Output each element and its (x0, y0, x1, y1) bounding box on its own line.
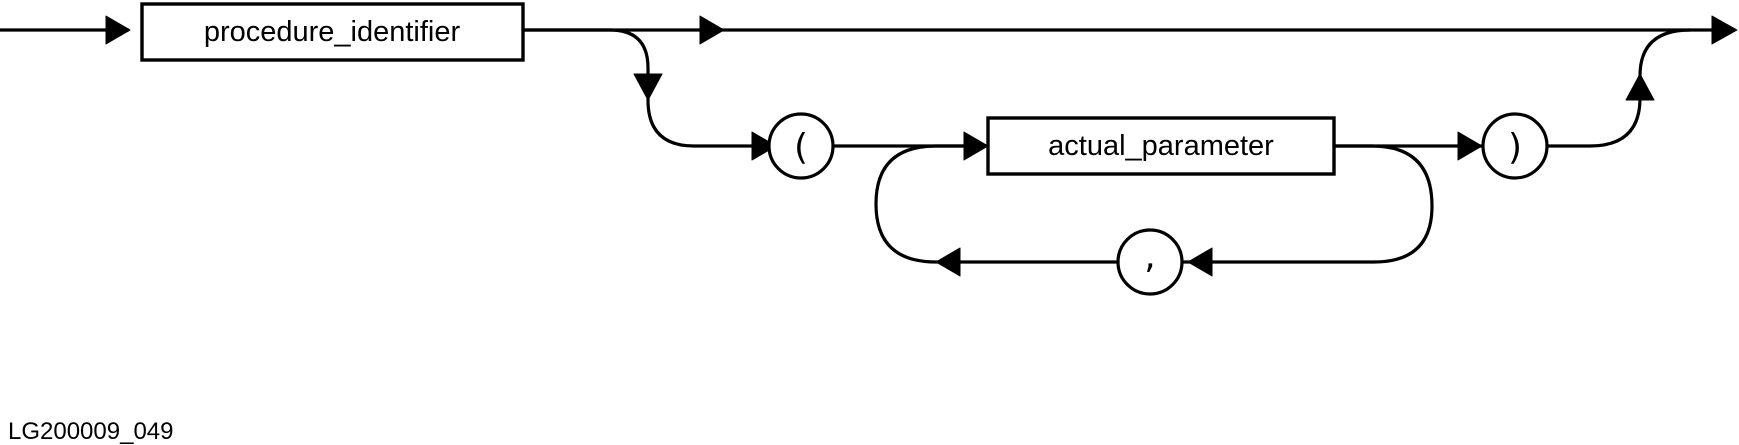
comma-loop-right (1148, 144, 1434, 264)
comma-entry-arrow (1187, 247, 1213, 277)
close-paren-label: ) (1508, 127, 1522, 168)
procedure-identifier-box (140, 2, 525, 62)
rejoin-line (1545, 28, 1692, 148)
comma-return-arrow (935, 247, 961, 277)
open-paren-arrow (751, 131, 777, 161)
rejoin-up-arrow (1625, 73, 1655, 101)
branch-down-arrow (633, 73, 663, 101)
bypass-arrow (699, 15, 725, 45)
comma-label: , (1144, 236, 1155, 277)
actual-parameter-box (986, 116, 1336, 176)
procedure-identifier-label: procedure_identifier (204, 16, 461, 48)
open-paren-label: ( (794, 127, 808, 168)
close-paren-arrow (1457, 131, 1483, 161)
figure-id: LG200009_049 (8, 418, 174, 445)
comma-loop-left (874, 144, 1120, 264)
actual-parameter-label: actual_parameter (1048, 130, 1274, 162)
exit-arrow (1711, 15, 1738, 45)
entry-arrow (105, 15, 131, 45)
